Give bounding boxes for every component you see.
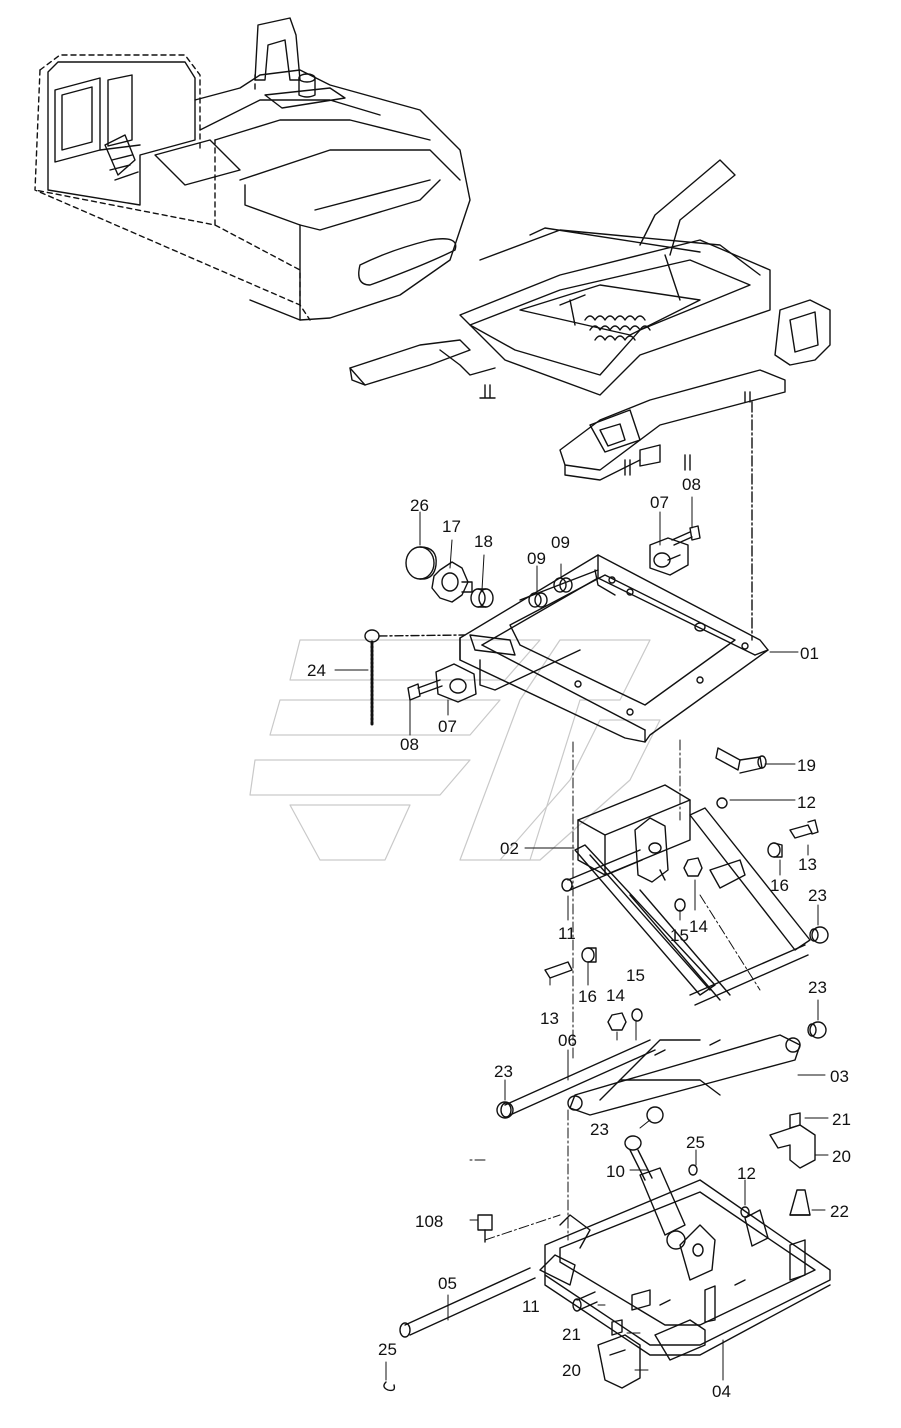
part-03-link [568, 1035, 800, 1115]
collar-16b [582, 948, 596, 962]
bolt-108 [478, 1215, 492, 1242]
nut-14b [608, 1013, 626, 1030]
callout-07: 07 [650, 493, 669, 512]
cap-26 [406, 547, 436, 579]
leader-lines-lower [386, 764, 828, 1380]
bushing-23b [808, 1022, 826, 1038]
callout-14: 14 [689, 917, 708, 936]
callout-108: 108 [415, 1212, 444, 1231]
scissor-arm-left [575, 845, 715, 995]
pin-19 [716, 748, 766, 773]
callout-06: 06 [558, 1031, 577, 1050]
callout-16: 16 [770, 876, 789, 895]
bolt-08b [408, 680, 442, 700]
callout-25: 25 [378, 1340, 397, 1359]
callout-25: 25 [686, 1133, 705, 1152]
callout-09: 09 [527, 549, 546, 568]
excavator-illustration [35, 18, 470, 320]
callout-01: 01 [800, 644, 819, 663]
bolt-13b [545, 962, 572, 978]
callout-19: 19 [797, 756, 816, 775]
callout-15: 15 [670, 926, 689, 945]
washer-15a [675, 899, 685, 911]
clip-20b [598, 1335, 640, 1388]
shaft-11a [562, 850, 642, 891]
callout-23: 23 [494, 1062, 513, 1081]
bushing-23a [810, 927, 828, 943]
shaft-upper [690, 945, 808, 1005]
bolt-08a [672, 526, 700, 545]
callout-03: 03 [830, 1067, 849, 1086]
callout-09: 09 [551, 533, 570, 552]
screw-21b [612, 1320, 622, 1335]
bushing-23d [647, 1107, 663, 1123]
washer-12a [717, 798, 727, 808]
dashed-connectors [470, 740, 760, 1240]
stopper-22 [790, 1190, 810, 1215]
callout-08: 08 [682, 475, 701, 494]
part-02-housing [578, 785, 690, 882]
leader-lines-upper [335, 497, 798, 735]
collar-16a [768, 843, 782, 857]
bolt-13a [790, 820, 818, 838]
callout-11: 11 [558, 924, 576, 943]
damper-10 [625, 1136, 685, 1249]
callout-02: 02 [500, 839, 519, 858]
callout-23: 23 [590, 1120, 609, 1139]
scissor-arm-right [690, 808, 810, 950]
callout-07: 07 [438, 717, 457, 736]
callout-21: 21 [832, 1110, 851, 1129]
screw-21a [790, 1113, 800, 1128]
callout-21: 21 [562, 1325, 581, 1344]
nut-14a [684, 858, 702, 876]
bushing-09b [554, 578, 572, 592]
bracket-07b [436, 664, 476, 702]
clip-20a [770, 1125, 815, 1168]
seat-base-frame [350, 160, 830, 480]
shaft-05 [400, 1268, 535, 1337]
callout-23: 23 [808, 886, 827, 905]
callout-20: 20 [562, 1361, 581, 1380]
cross-arm-02 [630, 890, 730, 1000]
washer-25a [689, 1165, 697, 1175]
callout-11: 11 [522, 1297, 540, 1316]
callout-08: 08 [400, 735, 419, 754]
watermark-logo [250, 640, 660, 860]
washer-15b [632, 1009, 642, 1021]
bushing-09a [529, 593, 547, 607]
callout-05: 05 [438, 1274, 457, 1293]
bushing-23c [497, 1102, 513, 1118]
callout-26: 26 [410, 496, 429, 515]
callout-13: 13 [540, 1009, 559, 1028]
callout-14: 14 [606, 986, 625, 1005]
part-01-bracket [460, 555, 768, 742]
callout-13: 13 [798, 855, 817, 874]
callout-24: 24 [307, 661, 326, 680]
chain-24 [365, 630, 465, 725]
clip-25b [384, 1382, 394, 1390]
callout-20: 20 [832, 1147, 851, 1166]
pin-11b [573, 1292, 597, 1311]
callout-12: 12 [737, 1164, 756, 1183]
shaft-06 [501, 1040, 655, 1117]
callout-04: 04 [712, 1382, 731, 1401]
callout-12: 12 [797, 793, 816, 812]
knob-17 [432, 562, 472, 602]
bracket-07a [650, 538, 688, 575]
callout-16: 16 [578, 987, 597, 1006]
washer-12b [741, 1207, 749, 1217]
callout-15: 15 [626, 966, 645, 985]
callout-10: 10 [606, 1162, 625, 1181]
bushing-18 [471, 589, 493, 607]
callout-23: 23 [808, 978, 827, 997]
callout-22: 22 [830, 1202, 849, 1221]
callout-18: 18 [474, 532, 493, 551]
part-04-base [540, 1180, 830, 1360]
spring-coils [585, 316, 650, 340]
callout-17: 17 [442, 517, 461, 536]
